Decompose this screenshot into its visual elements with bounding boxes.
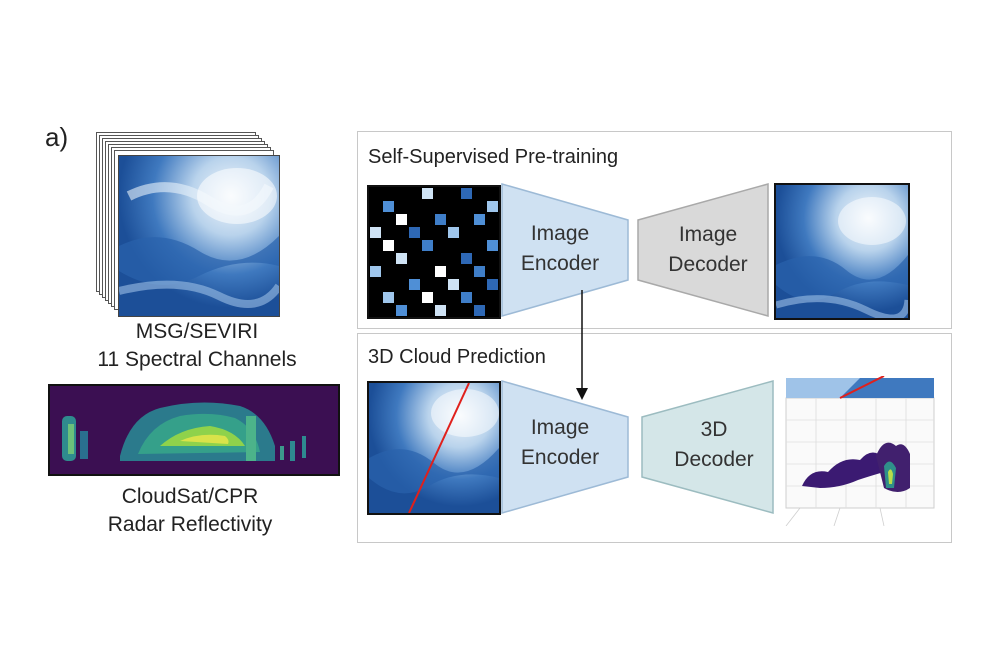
pretraining-encoder-label: Image Encoder	[500, 219, 620, 279]
pretraining-network	[501, 183, 769, 317]
sensor-channels: 11 Spectral Channels	[97, 348, 297, 371]
visible-patch	[383, 201, 394, 212]
radar-quantity: Radar Reflectivity	[107, 513, 273, 536]
visible-patch	[396, 253, 407, 264]
visible-patch	[435, 266, 446, 277]
visible-patch	[448, 227, 459, 238]
visible-patch	[487, 240, 498, 251]
prediction-decoder-line1: 3D	[700, 418, 728, 441]
panel-label: a)	[45, 122, 69, 152]
prediction-encoder-line2: Encoder	[520, 446, 600, 469]
cloud-3d-volume	[785, 376, 935, 526]
pretraining-encoder-line2: Encoder	[520, 252, 600, 275]
visible-patch	[422, 292, 433, 303]
pretraining-decoder-line1: Image	[678, 223, 738, 246]
visible-patch	[396, 214, 407, 225]
pretraining-title: Self-Supervised Pre-training	[368, 146, 619, 168]
visible-patch	[370, 227, 381, 238]
radar-caption: CloudSat/CPR Radar Reflectivity	[60, 483, 320, 539]
visible-patch	[435, 214, 446, 225]
visible-patch	[409, 279, 420, 290]
satellite-track-line	[408, 383, 470, 513]
satellite-image	[118, 155, 280, 317]
visible-patch	[422, 240, 433, 251]
prediction-encoder-label: Image Encoder	[500, 413, 620, 473]
prediction-decoder-label: 3D Decoder	[654, 415, 774, 475]
visible-patch	[448, 279, 459, 290]
prediction-input-image	[367, 381, 501, 515]
pretraining-decoder-label: Image Decoder	[648, 220, 768, 280]
visible-patch	[396, 305, 407, 316]
visible-patch	[474, 214, 485, 225]
visible-patch	[474, 266, 485, 277]
visible-patch	[461, 253, 472, 264]
visible-patch	[422, 188, 433, 199]
visible-patch	[487, 279, 498, 290]
prediction-network	[501, 380, 774, 514]
prediction-encoder-line1: Image	[530, 416, 590, 439]
visible-patch	[461, 188, 472, 199]
pretraining-encoder-line1: Image	[530, 222, 590, 245]
radar-reflectivity-image	[48, 384, 340, 476]
reconstructed-image	[774, 183, 910, 320]
visible-patch	[487, 201, 498, 212]
sensor-name: MSG/SEVIRI	[135, 320, 259, 343]
visible-patch	[435, 305, 446, 316]
weight-transfer-arrow	[576, 290, 588, 400]
pretraining-decoder-shape	[637, 183, 769, 317]
visible-patch	[383, 240, 394, 251]
prediction-encoder-shape	[501, 380, 629, 514]
pretraining-decoder-line2: Decoder	[668, 253, 748, 276]
visible-patch	[370, 266, 381, 277]
radar-name: CloudSat/CPR	[121, 485, 259, 508]
sensor-caption: MSG/SEVIRI 11 Spectral Channels	[82, 318, 312, 374]
visible-patch	[461, 292, 472, 303]
prediction-title: 3D Cloud Prediction	[368, 346, 546, 368]
prediction-decoder-line2: Decoder	[674, 448, 754, 471]
prediction-decoder-shape	[641, 380, 774, 514]
visible-patch	[383, 292, 394, 303]
pretraining-encoder-shape	[501, 183, 629, 317]
visible-patch	[409, 227, 420, 238]
masked-input-image	[367, 185, 501, 319]
visible-patch	[474, 305, 485, 316]
